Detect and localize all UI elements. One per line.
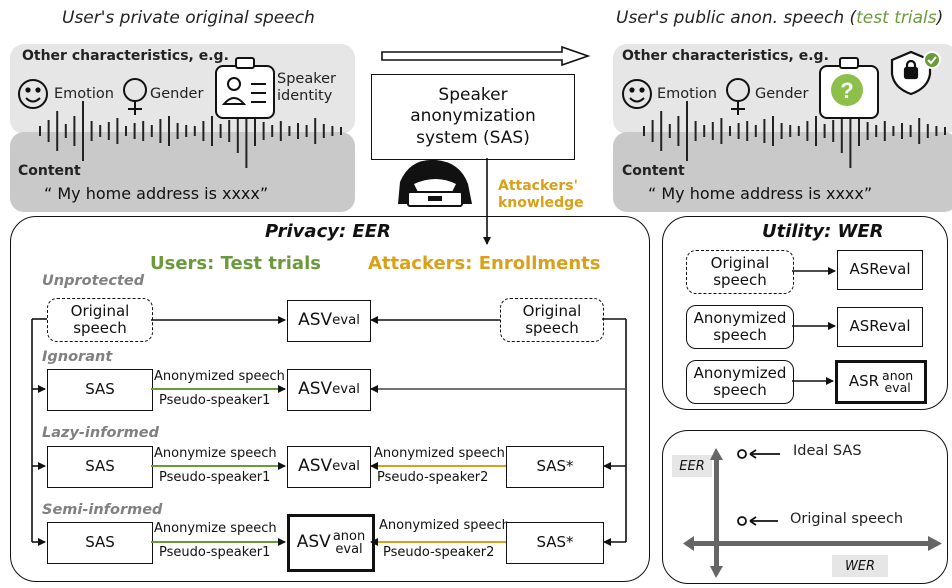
asr-sub: eval	[884, 380, 911, 395]
right-content-panel	[613, 132, 952, 212]
utility-anonymized-speech-2: Anonymized speech	[686, 360, 794, 404]
attacker-trunk-lines	[370, 318, 627, 546]
row-label-unprotected: Unprotected	[42, 273, 145, 289]
ignorant-bottom-text: Pseudo-speaker1	[159, 393, 271, 408]
right-content-label: Content	[622, 163, 685, 179]
privacy-title: Privacy: EER	[265, 221, 391, 242]
plot-ideal-point	[737, 449, 780, 459]
unprotected-user-original-speech: Original speech	[47, 298, 153, 342]
left-content-text: “ My home address is xxxx”	[44, 184, 269, 203]
lazy-sas-star-box: SAS*	[506, 446, 604, 488]
semi-right-bottom-text: Pseudo-speaker2	[383, 545, 495, 560]
attackers-knowledge-label: Attackers' knowledge	[498, 178, 584, 212]
emotion-smiley-icon-right	[622, 79, 652, 109]
user-trunk-lines	[31, 318, 47, 546]
asv-sub: eval	[332, 382, 360, 398]
asv-text: ASV	[298, 456, 333, 477]
asr-text: ASR	[848, 372, 880, 391]
plot-x-label: WER	[832, 555, 888, 577]
semi-sas-box: SAS	[47, 522, 153, 564]
attackers-knowledge-line2: knowledge	[498, 194, 584, 211]
attackers-knowledge-line1: Attackers'	[498, 178, 578, 194]
ignorant-top-text: Anonymized speech	[154, 369, 285, 384]
left-content-panel	[10, 132, 355, 212]
asv-text: ASV	[298, 310, 333, 331]
asv-text: ASV	[298, 379, 333, 400]
left-waveform	[39, 94, 342, 168]
asr-sup: anon	[882, 367, 914, 383]
asv-sub: eval	[332, 313, 360, 329]
plot-axes	[683, 448, 942, 578]
row-label-semi-informed: Semi-informed	[42, 502, 163, 518]
right-title: User's public anon. speech (test trials)	[616, 8, 943, 28]
utility-original-speech: Original speech	[686, 250, 794, 294]
left-speaker-identity-label: Speaker identity	[277, 71, 336, 106]
lazy-right-top-text: Anonymized speech	[374, 446, 505, 461]
left-emotion-label: Emotion	[54, 86, 114, 102]
asv-sub: eval	[335, 542, 363, 557]
asv-text: ASV	[296, 532, 331, 553]
plot-original-speech-label: Original speech	[790, 511, 904, 527]
speaker-identity-line2: identity	[277, 88, 333, 105]
left-characteristics-label: Other characteristics, e.g.	[22, 48, 229, 64]
right-gender-label: Gender	[755, 86, 809, 102]
utility-title: Utility: WER	[762, 221, 884, 242]
row-label-lazy-informed: Lazy-informed	[42, 425, 159, 441]
asv-sup: anon	[332, 529, 366, 544]
utility-asreval-2: ASReval	[837, 307, 923, 347]
hacker-attacker-icon	[398, 159, 472, 207]
asr-sup-sub: anon eval	[882, 367, 914, 395]
plot-ideal-sas-label: Ideal SAS	[793, 443, 862, 459]
sas-line1: Speaker	[438, 85, 508, 106]
gender-female-icon	[123, 78, 147, 115]
shield-lock-icon	[890, 50, 941, 96]
sas-line3: system (SAS)	[416, 127, 530, 148]
utility-anonymized-speech-1: Anonymized speech	[686, 305, 794, 349]
right-title-prefix: User's public anon. speech (	[616, 8, 857, 28]
asv-sub: eval	[332, 459, 360, 475]
users-test-trials-heading: Users: Test trials	[150, 253, 321, 274]
top-flow-arrow	[381, 45, 591, 67]
left-characteristics-panel	[10, 44, 355, 134]
right-emotion-label: Emotion	[657, 86, 717, 102]
utility-asreval-1: ASReval	[837, 250, 923, 290]
speaker-identity-line1: Speaker	[277, 71, 336, 87]
plot-original-point	[737, 516, 778, 526]
svg-text:?: ?	[840, 78, 853, 103]
right-characteristics-label: Other characteristics, e.g.	[622, 48, 829, 64]
anonymized-id-badge-icon: ?	[819, 57, 879, 119]
semi-right-top-text: Anonymized speech	[379, 518, 510, 533]
right-title-suffix: )	[936, 8, 944, 28]
gender-female-icon-right	[726, 78, 750, 115]
attackers-enrollments-heading: Attackers: Enrollments	[368, 253, 601, 274]
speaker-id-badge-icon	[215, 57, 275, 119]
unprotected-attacker-original-speech: Original speech	[500, 298, 604, 342]
sas-box: Speaker anonymization system (SAS)	[371, 74, 575, 160]
semi-bottom-text: Pseudo-speaker1	[159, 545, 271, 560]
utility-asr-anon-eval: ASR anon eval	[835, 360, 927, 404]
right-content-text: “ My home address is xxxx”	[648, 184, 873, 203]
right-waveform	[643, 94, 946, 168]
semi-asv-anon-eval: ASV anon eval	[287, 514, 375, 572]
row-label-ignorant: Ignorant	[42, 349, 113, 365]
sas-line2: anonymization	[410, 106, 536, 127]
lazy-sas-box: SAS	[47, 446, 153, 488]
left-gender-label: Gender	[150, 86, 204, 102]
semi-top-text: Anonymize speech	[154, 521, 277, 536]
lazy-right-bottom-text: Pseudo-speaker2	[377, 470, 489, 485]
emotion-smiley-icon	[18, 79, 48, 109]
right-title-highlight: test trials	[856, 8, 937, 28]
left-content-label: Content	[18, 163, 81, 179]
asv-sup-sub: anon eval	[333, 530, 365, 556]
lazy-bottom-text: Pseudo-speaker1	[159, 470, 271, 485]
semi-sas-star-box: SAS*	[506, 522, 604, 564]
plot-y-label: EER	[672, 455, 712, 477]
ignorant-sas-box: SAS	[47, 369, 153, 411]
lazy-top-text: Anonymize speech	[154, 446, 277, 461]
left-title: User's private original speech	[62, 8, 315, 28]
